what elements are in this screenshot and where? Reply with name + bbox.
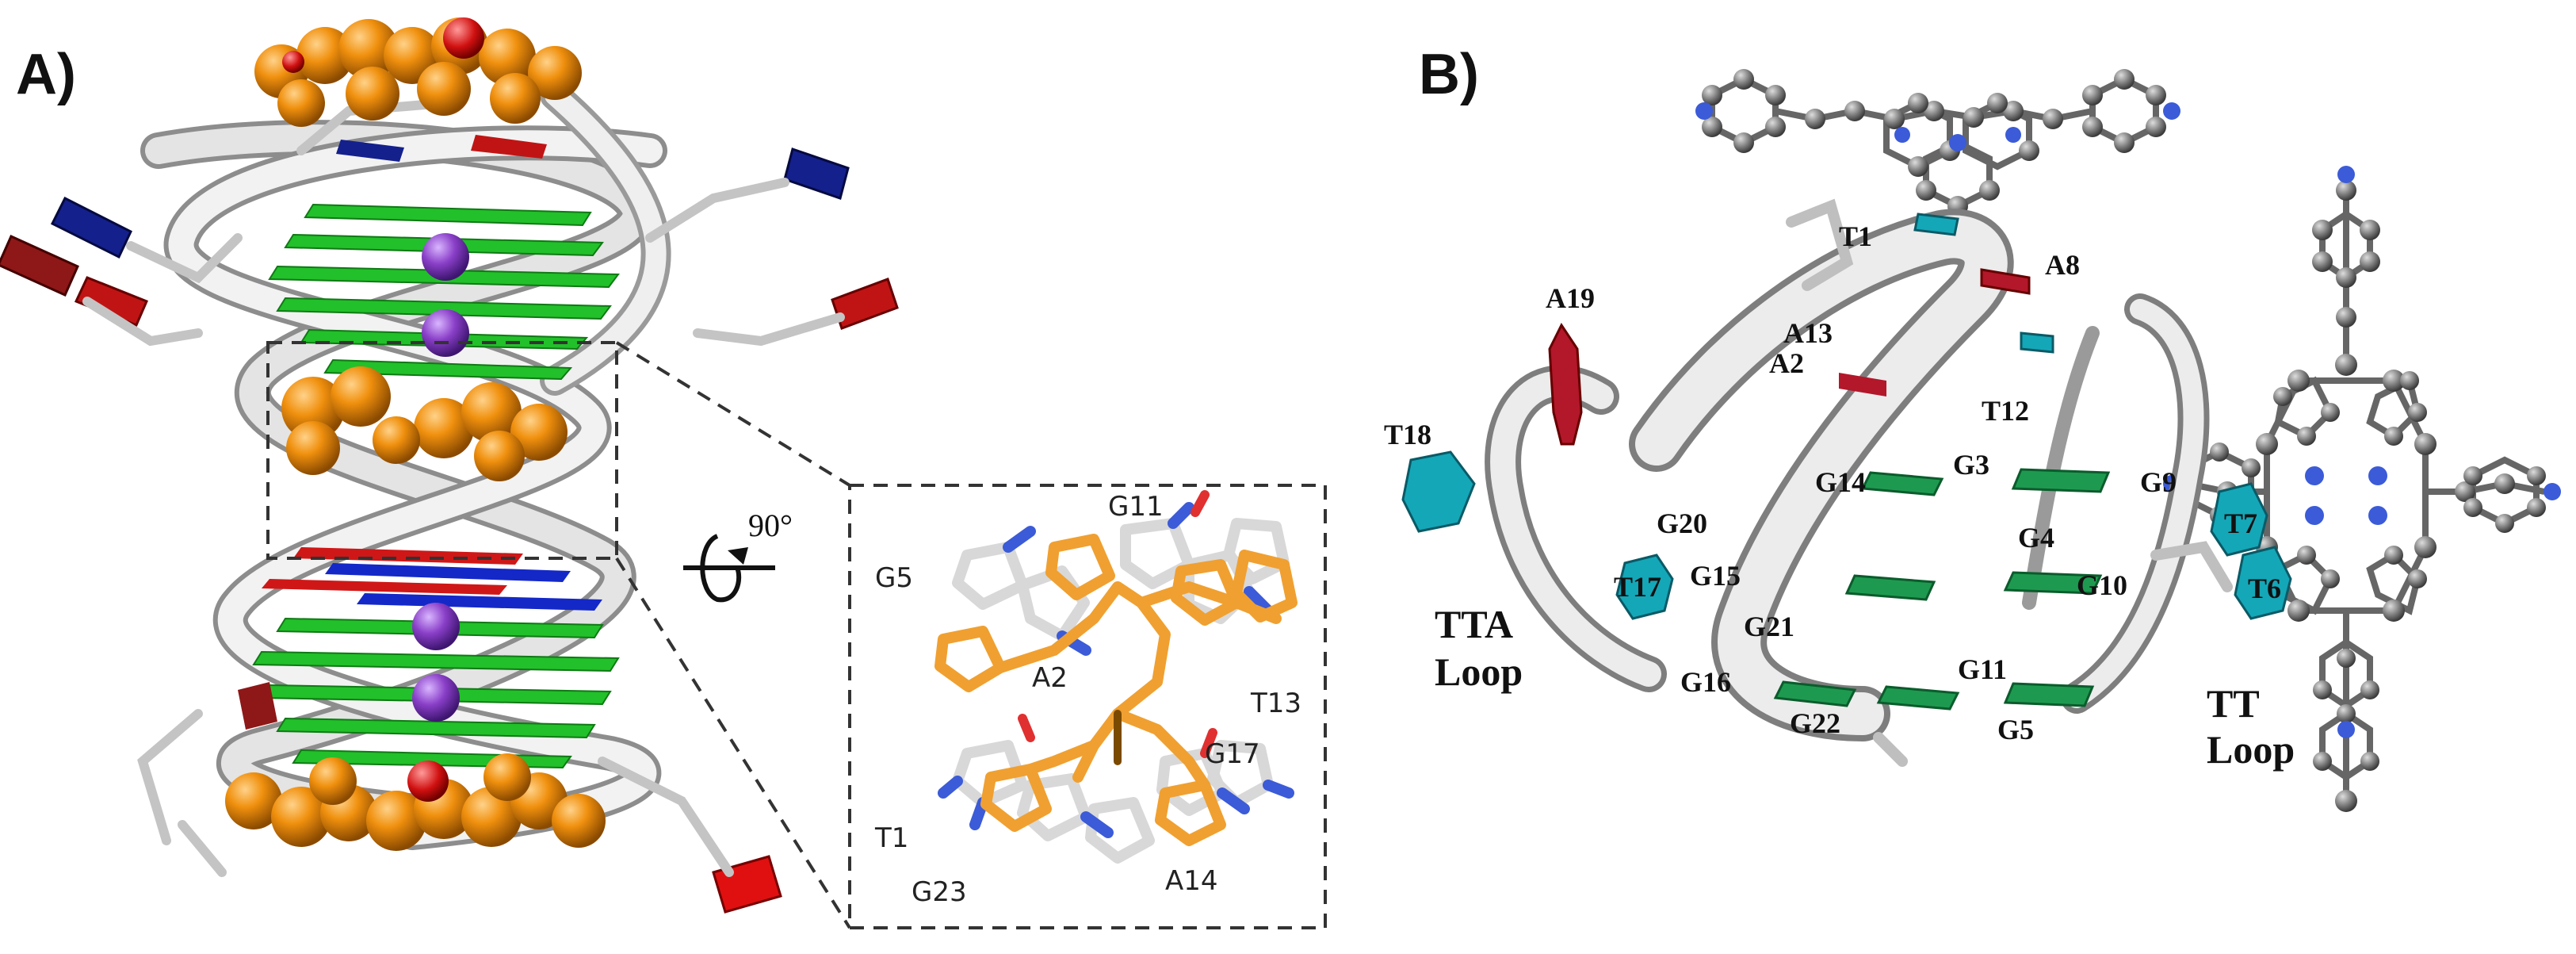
panel-b-guanine-tetrads: [1773, 468, 2111, 711]
res-label-g4: G4: [2018, 522, 2054, 554]
panel-b-ligand-top: [1695, 69, 2180, 216]
res-label-g9: G9: [2140, 466, 2177, 498]
panel-a-flipped-bases: [0, 135, 899, 914]
panel-a-ligand-middle: [281, 366, 568, 481]
inset-label-g5: G5: [875, 562, 913, 594]
res-label-a8: A8: [2045, 249, 2080, 281]
panel-a-ligand-top: [254, 17, 582, 127]
panel-a-middle-bases: [262, 547, 602, 611]
res-label-g14: G14: [1815, 466, 1866, 498]
tt-loop-label-line1: TT: [2207, 681, 2260, 726]
res-label-g5: G5: [1997, 714, 2034, 745]
res-label-g22: G22: [1790, 707, 1840, 739]
panel-a: A): [0, 17, 1327, 929]
panel-a-inset-labels: G11 G5 A2 T13 G17 T1 G23 A14: [874, 491, 1301, 908]
inset-label-g11: G11: [1108, 491, 1164, 523]
panel-a-ligand-bottom: [225, 753, 606, 851]
tt-loop-label-line2: Loop: [2207, 727, 2295, 772]
inset-label-a2: A2: [1032, 662, 1068, 694]
res-label-a19: A19: [1546, 282, 1595, 314]
inset-label-a14: A14: [1165, 865, 1218, 897]
panel-b-loop-bases: [1401, 213, 2292, 620]
rotation-angle-label: 90°: [748, 508, 793, 543]
tta-loop-label: TTA Loop: [1435, 602, 1523, 694]
res-label-a2: A2: [1769, 347, 1804, 379]
res-label-t6: T6: [2248, 573, 2281, 604]
panel-b-residue-labels: T1 A8 A19 A13 A2 T12 T18 G3 G14 G9 G20 G…: [1384, 220, 2281, 745]
res-label-t1: T1: [1839, 220, 1872, 252]
rotation-arrow-icon: [683, 534, 775, 603]
res-label-g16: G16: [1680, 666, 1731, 698]
res-label-g21: G21: [1744, 611, 1794, 642]
res-label-t7: T7: [2224, 508, 2257, 539]
panel-a-linkers: [82, 98, 845, 877]
tt-loop-label: TT Loop: [2207, 681, 2295, 772]
inset-label-g17: G17: [1205, 738, 1260, 770]
tta-loop-label-line2: Loop: [1435, 649, 1523, 694]
res-label-t18: T18: [1384, 419, 1431, 450]
tta-loop-label-line1: TTA: [1435, 602, 1513, 646]
panel-b-label: B): [1419, 43, 1479, 106]
panel-a-label: A): [16, 43, 76, 106]
inset-label-g23: G23: [912, 876, 967, 908]
panel-b-backbone: [1485, 198, 2233, 767]
res-label-g20: G20: [1657, 508, 1707, 539]
res-label-g15: G15: [1690, 560, 1741, 592]
res-label-t17: T17: [1614, 571, 1661, 603]
panel-a-zoom-guides: [266, 341, 1327, 929]
res-label-a13: A13: [1783, 317, 1833, 349]
panel-a-backbone: [140, 80, 671, 850]
res-label-g11: G11: [1958, 653, 2007, 685]
res-label-g3: G3: [1953, 449, 1989, 481]
panel-a-inset-stick-model: [934, 490, 1298, 864]
panel-b: B): [1384, 43, 2561, 812]
res-label-t12: T12: [1982, 395, 2029, 427]
inset-label-t13: T13: [1250, 688, 1301, 719]
inset-label-t1: T1: [874, 822, 908, 854]
res-label-g10: G10: [2077, 569, 2127, 601]
panel-a-potassium-ions: [412, 233, 469, 722]
